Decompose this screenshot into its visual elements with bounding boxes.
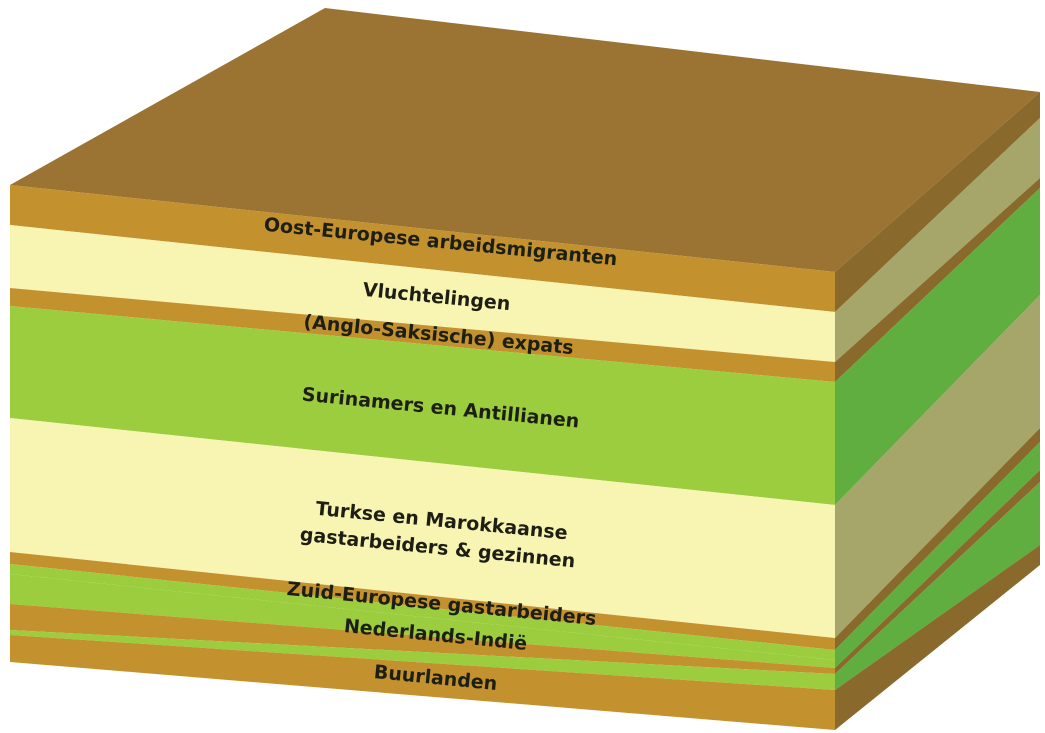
- stratum-oost-europese: [10, 185, 835, 312]
- stratum-buurlanden: [10, 635, 835, 730]
- stratum-thin-brown: [10, 288, 835, 382]
- side-brown-top: [835, 92, 1040, 312]
- side-brown-4: [835, 470, 1040, 674]
- side-green-3: [835, 482, 1040, 690]
- stratum-turkse: [10, 418, 835, 638]
- stratum-expats-green: [10, 306, 835, 505]
- side-green-2: [835, 442, 1040, 668]
- side-brown-bottom: [835, 545, 1040, 730]
- side-face: [835, 92, 1040, 730]
- side-cream-1: [835, 118, 1040, 362]
- stratum-zuid-europese: [10, 564, 835, 660]
- stratum-nederlands-indie: [10, 630, 835, 690]
- stratum-green-lower: [10, 574, 835, 668]
- side-brown-2: [835, 178, 1040, 382]
- side-brown-3: [835, 428, 1040, 650]
- side-cream-2: [835, 295, 1040, 638]
- stratum-brown-separator: [10, 552, 835, 650]
- stratum-vluchtelingen: [10, 225, 835, 362]
- stratum-brown-lower: [10, 604, 835, 674]
- front-face: [10, 185, 835, 730]
- side-green-1: [835, 188, 1040, 505]
- block-top-face: [10, 8, 1040, 272]
